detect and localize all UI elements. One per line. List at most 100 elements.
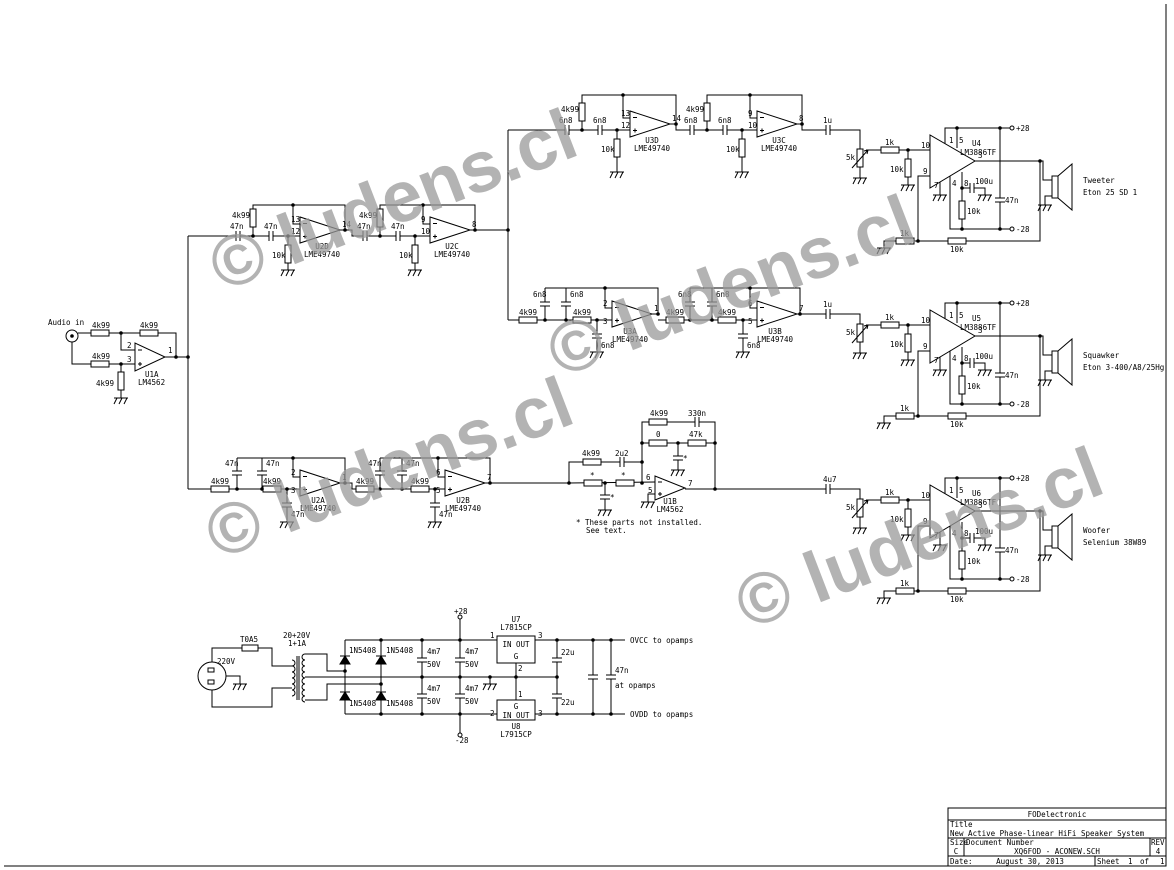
junction-dot xyxy=(998,301,1002,305)
hp4-ref-label: U3C xyxy=(772,136,786,145)
capacitor xyxy=(235,231,241,241)
hp2-c1-label: 47n xyxy=(357,222,371,231)
amp-squawker-p7-label: 7 xyxy=(934,356,939,365)
psu-c6-label: 22u xyxy=(561,698,575,707)
ground-icon xyxy=(932,194,947,202)
eq-note2-label: See text. xyxy=(586,526,627,535)
amp-tweeter-po-label: 3 xyxy=(978,151,983,160)
ground-icon xyxy=(609,171,624,179)
junction-dot xyxy=(119,331,123,335)
ground-icon xyxy=(900,184,915,192)
title-block-size-label-label: Size xyxy=(950,838,969,847)
resistor xyxy=(958,550,966,570)
junction-dot xyxy=(674,122,678,126)
ground-icon xyxy=(1037,379,1052,387)
hp3-ref-label: U3D xyxy=(645,136,659,145)
diode-body xyxy=(340,692,350,700)
capacitor xyxy=(375,470,385,476)
junction-dot xyxy=(916,589,920,593)
amp-woofer-cap-label: 4u7 xyxy=(823,475,837,484)
lp1-r2-label: 4k99 xyxy=(263,477,281,486)
bp1-c1-label: 6n8 xyxy=(533,290,547,299)
junction-dot xyxy=(640,481,644,485)
hp1-po-label: 14 xyxy=(342,220,352,229)
eq-rf2-label: 0 xyxy=(656,430,661,439)
amp-squawker-vneg-label: -28 xyxy=(1016,400,1030,409)
opamp xyxy=(299,469,342,497)
eq-part-label: LM4562 xyxy=(656,505,683,514)
hp2-po-label: 8 xyxy=(472,220,477,229)
watermark: © ludens.cl xyxy=(199,94,587,307)
junction-dot xyxy=(488,481,492,485)
terminal xyxy=(1009,401,1015,407)
lp2-c1-label: 47n xyxy=(368,459,382,468)
junction-dot xyxy=(960,402,964,406)
lp2-c2-label: 47n xyxy=(406,459,420,468)
bp2-r2-label: 4k99 xyxy=(718,308,736,317)
title-block-size-label: C xyxy=(954,847,959,856)
input-p1-label: 1 xyxy=(168,346,173,355)
ground-icon xyxy=(977,369,992,377)
psu-d4-label: 1N5408 xyxy=(386,699,414,708)
hp3-c2-label: 6n8 xyxy=(593,116,607,125)
capacitor xyxy=(540,301,550,307)
power-amp xyxy=(929,134,976,189)
wire xyxy=(604,288,612,309)
hp3-pp-label: 12 xyxy=(621,121,630,130)
junction-dot xyxy=(70,334,74,338)
psu-trafo-a-label: 1+1A xyxy=(288,639,307,648)
bp1-po-label: 1 xyxy=(654,304,659,313)
wire xyxy=(305,683,381,701)
hp3-c1-label: 6n8 xyxy=(559,116,573,125)
hp1-pm-label: 13 xyxy=(291,215,300,224)
capacitor xyxy=(969,183,975,193)
input-part-label: LM4562 xyxy=(138,378,165,387)
amp-woofer-speaker-label: Woofer xyxy=(1083,526,1111,535)
junction-dot xyxy=(343,481,347,485)
opamp xyxy=(756,110,799,138)
hp1-c2-label: 47n xyxy=(264,222,278,231)
wire xyxy=(641,421,716,489)
terminal xyxy=(1009,226,1015,232)
amp-squawker-speaker-label: Squawker xyxy=(1083,351,1120,360)
ground-icon xyxy=(597,509,612,517)
wire xyxy=(801,124,861,149)
junction-dot xyxy=(555,675,559,679)
amp-woofer-c-rail-label: 47n xyxy=(1005,546,1019,555)
resistor xyxy=(376,208,384,228)
capacitor-gap xyxy=(236,232,240,240)
wire xyxy=(949,176,1010,230)
capacitor-gap xyxy=(363,232,367,240)
amp-woofer-model-label: Selenium 38W89 xyxy=(1083,538,1146,547)
eq-pp-label: 5 xyxy=(648,486,653,495)
wire xyxy=(622,95,630,119)
junction-dot xyxy=(603,286,607,290)
hp4-pp-label: 10 xyxy=(748,121,758,130)
junction-dot xyxy=(235,487,239,491)
resistor xyxy=(411,244,419,264)
ground-icon xyxy=(640,501,655,509)
wire xyxy=(1044,195,1052,205)
resistor xyxy=(572,316,592,324)
fuse xyxy=(241,644,259,652)
mains-socket-icon xyxy=(197,661,227,691)
capacitor-gap xyxy=(456,694,464,698)
psu-u7-ref-label: U7 xyxy=(511,615,520,624)
power-amp xyxy=(929,309,976,364)
lp2-pp-label: 5 xyxy=(436,486,441,495)
hp1-r-label: 4k99 xyxy=(232,211,250,220)
resistor xyxy=(355,485,375,493)
psu-vcc-label: OVCC to opamps xyxy=(630,636,693,645)
psu-u7-p1-label: 1 xyxy=(490,631,495,640)
capacitor xyxy=(561,301,571,307)
psu-d2-label: 1N5408 xyxy=(386,646,414,655)
amp-woofer-p5-label: 5 xyxy=(959,486,964,495)
bp1-c2-label: 6n8 xyxy=(570,290,584,299)
eq-rf1-label: 4k99 xyxy=(650,409,668,418)
junction-dot xyxy=(906,148,910,152)
amp-squawker-r-fb-label: 10k xyxy=(950,420,964,429)
ground-icon xyxy=(876,597,891,605)
eq-r1-label: 4k99 xyxy=(582,449,600,458)
bp1-r2-label: 4k99 xyxy=(573,308,591,317)
wire xyxy=(749,288,757,309)
